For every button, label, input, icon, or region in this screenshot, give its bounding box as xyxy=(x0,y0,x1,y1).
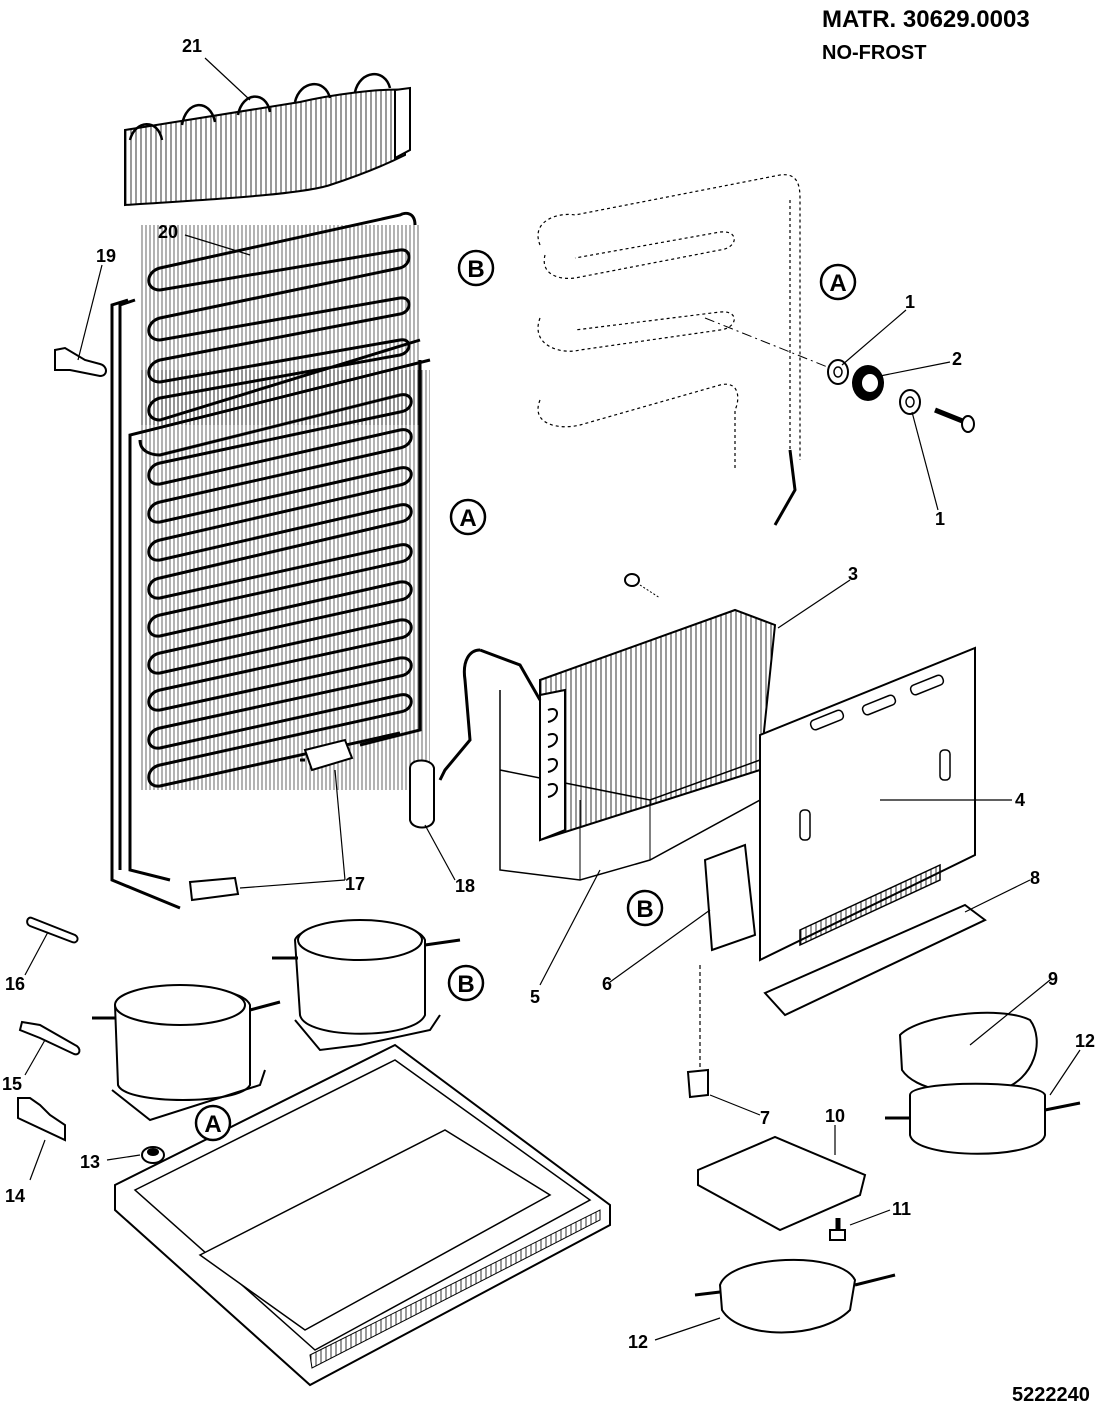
callout-12-bottom: 12 xyxy=(628,1332,648,1352)
variant-label: NO-FROST xyxy=(822,42,927,64)
svg-text:B: B xyxy=(457,971,474,998)
part-7-drain-fitting xyxy=(686,1068,709,1099)
part-2-grommet xyxy=(852,365,884,401)
callout-5: 5 xyxy=(530,987,540,1007)
callout-2: 2 xyxy=(952,349,962,369)
part-10-tray xyxy=(697,1135,867,1232)
callout-12-right: 12 xyxy=(1075,1031,1095,1051)
main-condenser-grid xyxy=(128,358,431,902)
leader-lines xyxy=(24,57,1081,1341)
sensor-screw xyxy=(624,573,661,599)
assembly-axis-line xyxy=(704,317,836,371)
callout-14: 14 xyxy=(5,1186,25,1206)
svg-text:A: A xyxy=(459,505,476,532)
document-number: 5222240 xyxy=(1012,1384,1090,1406)
marker-a-compressor: A xyxy=(194,1104,232,1142)
part-15-bracket xyxy=(18,1020,81,1056)
part-16-rod xyxy=(26,916,79,944)
evaporator-lead xyxy=(773,449,797,526)
callout-20: 20 xyxy=(158,222,178,242)
marker-a-middle: A xyxy=(449,498,487,536)
part-1-washer-top xyxy=(827,359,849,385)
part-11-bolt xyxy=(829,1218,846,1241)
callout-10: 10 xyxy=(825,1106,845,1126)
part-8-channel xyxy=(763,903,987,1017)
part-18-clip xyxy=(409,759,435,829)
callout-4: 4 xyxy=(1015,790,1025,810)
mounting-screw xyxy=(934,407,975,433)
variant-markers: B A A B B A xyxy=(194,249,857,1142)
callout-1-bottom: 1 xyxy=(935,509,945,529)
part-4-panel xyxy=(759,646,976,962)
compressor-lower-left xyxy=(92,984,281,1122)
compressor-lower-right xyxy=(694,1258,896,1334)
svg-text:B: B xyxy=(636,896,653,923)
part-13-grommet xyxy=(141,1146,165,1164)
marker-b-middle: B xyxy=(626,889,664,927)
callout-18: 18 xyxy=(455,876,475,896)
callout-3: 3 xyxy=(848,564,858,584)
callout-17: 17 xyxy=(345,874,365,894)
part-6-pad xyxy=(703,843,757,952)
svg-text:A: A xyxy=(204,1111,221,1138)
marker-b-top: B xyxy=(457,249,495,287)
compressor-upper-left xyxy=(272,919,461,1052)
callout-19: 19 xyxy=(96,246,116,266)
part-14-clip xyxy=(17,1097,66,1142)
svg-text:A: A xyxy=(829,270,846,297)
svg-text:B: B xyxy=(467,256,484,283)
callout-21: 21 xyxy=(182,36,202,56)
part-9-drip-tray xyxy=(898,1011,1038,1095)
part-1-washer-bottom xyxy=(899,389,921,415)
marker-b-compressor: B xyxy=(447,964,485,1002)
material-code: MATR. 30629.0003 xyxy=(822,6,1030,33)
callout-11: 11 xyxy=(892,1199,911,1219)
part-3-evaporator xyxy=(438,608,777,842)
part-21-top-coil xyxy=(124,72,411,207)
callout-9: 9 xyxy=(1048,969,1058,989)
marker-a-top: A xyxy=(819,263,857,301)
callout-1-top: 1 xyxy=(905,292,915,312)
callout-8: 8 xyxy=(1030,868,1040,888)
callout-15: 15 xyxy=(2,1074,22,1094)
evaporator-dashed-outline xyxy=(537,174,801,470)
callout-13: 13 xyxy=(80,1152,100,1172)
base-frame xyxy=(114,1043,611,1387)
compressor-right xyxy=(885,1082,1081,1155)
callout-6: 6 xyxy=(602,974,612,994)
callout-7: 7 xyxy=(760,1108,770,1128)
callout-labels: 21 20 19 1 2 1 3 4 17 18 8 16 5 6 9 12 1… xyxy=(2,36,1095,1352)
part-19-bracket xyxy=(54,346,107,378)
callout-16: 16 xyxy=(5,974,25,994)
